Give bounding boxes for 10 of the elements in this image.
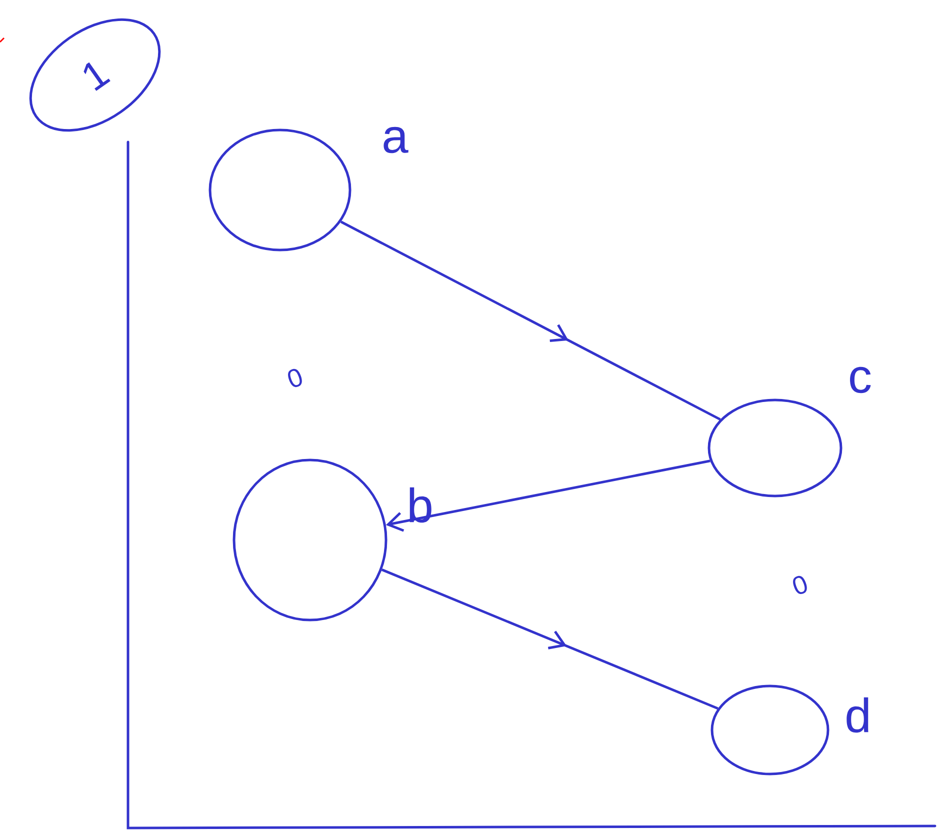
letter-label: a — [384, 126, 408, 154]
letter-label: c — [850, 366, 871, 394]
circle — [708, 398, 842, 498]
arrow — [386, 460, 710, 532]
letter-label: d — [846, 697, 868, 733]
circle — [208, 128, 352, 252]
circle — [710, 684, 830, 776]
circle — [232, 458, 388, 622]
digit-label: 0 — [793, 576, 807, 594]
digit-label: 0 — [288, 368, 302, 388]
